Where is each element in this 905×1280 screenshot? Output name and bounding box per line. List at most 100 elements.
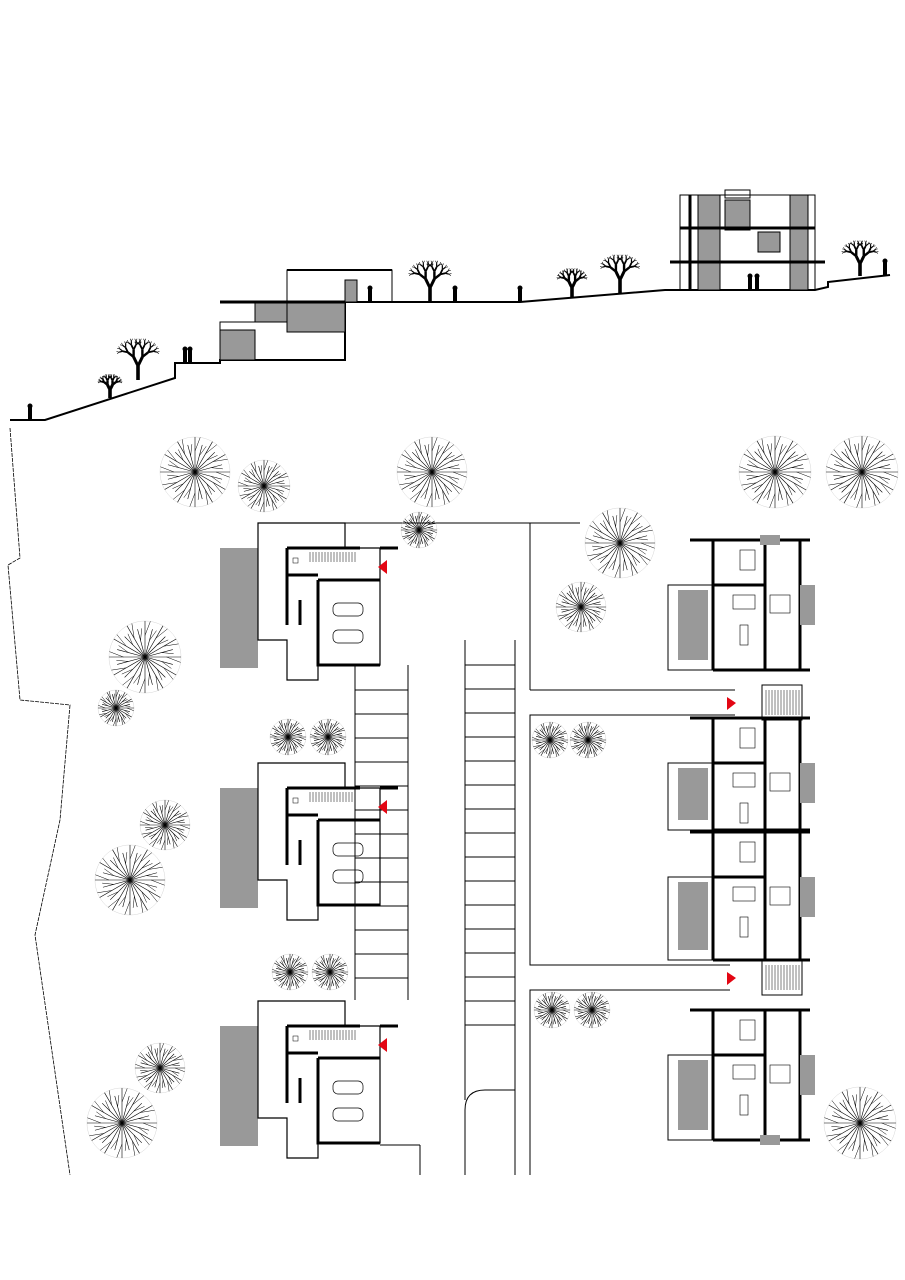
tree-icon [555, 581, 607, 633]
tree-icon [237, 459, 291, 513]
tree-icon [97, 374, 123, 398]
site-section-elevation [10, 189, 891, 421]
left-houses [220, 522, 398, 1159]
table-icon [732, 886, 756, 902]
car-icon [332, 1107, 364, 1122]
right-apartment-block [667, 535, 815, 1145]
tree-icon [573, 991, 611, 1029]
car-icon [332, 842, 364, 857]
table-icon [732, 594, 756, 610]
bed-icon [769, 886, 791, 906]
tree-icon [311, 953, 349, 991]
tree-icon [556, 268, 588, 298]
tree-icon [309, 718, 347, 756]
terrace-fill [220, 1026, 258, 1146]
lower-terraced-building [219, 269, 393, 361]
house [220, 522, 398, 681]
tree-icon [400, 511, 438, 549]
person-figure-icon [27, 403, 33, 421]
stair-cap [760, 1135, 780, 1145]
tree-icon [825, 435, 899, 509]
apartment-unit [667, 538, 815, 672]
tree-icon [599, 254, 641, 293]
entrance-marker-icon [727, 697, 736, 710]
entrance-marker-icon [378, 560, 387, 574]
bed-icon [739, 841, 756, 863]
balcony-fill [800, 763, 815, 803]
bed-icon [739, 727, 756, 749]
roads [345, 522, 735, 1175]
car-icon [332, 869, 364, 884]
tree-icon [569, 721, 607, 759]
tree-icon [86, 1087, 158, 1159]
tree-icon [271, 953, 309, 991]
tree-icon [396, 436, 468, 508]
tree-icon [533, 991, 571, 1029]
person-figure-icon [187, 346, 193, 364]
tree-icon [738, 435, 812, 509]
table-icon [732, 772, 756, 788]
section-trees [97, 240, 879, 398]
stairwell [727, 959, 803, 996]
counter [739, 802, 749, 824]
house-walls [285, 1024, 398, 1145]
bed-icon [769, 1064, 791, 1084]
tree-icon [94, 844, 166, 916]
car-icon [332, 1080, 364, 1095]
balcony-fill [800, 585, 815, 625]
person-figure-icon [182, 346, 188, 364]
person-figure-icon [747, 273, 753, 291]
tree-icon [823, 1086, 897, 1160]
person-figure-icon [367, 285, 373, 303]
tree-icon [116, 338, 160, 380]
tree-icon [139, 799, 191, 851]
tree-icon [159, 436, 231, 508]
tree-icon [408, 260, 452, 302]
person-figure-icon [517, 285, 523, 303]
plan-trees [86, 435, 899, 1160]
bed-icon [739, 1019, 756, 1041]
apartment-unit [667, 1008, 815, 1142]
person-figure-icon [452, 285, 458, 303]
section-people [27, 258, 888, 421]
column [292, 797, 299, 804]
apartment-unit [667, 830, 815, 962]
terrace-fill [220, 548, 258, 668]
apartment-unit [667, 716, 815, 832]
column [292, 557, 299, 564]
bed-icon [769, 594, 791, 614]
stair-cap [760, 535, 780, 545]
car-icon [332, 629, 364, 644]
car-icon [332, 602, 364, 617]
site-plan [7, 427, 899, 1176]
entrance-marker-icon [378, 800, 387, 814]
terrace-fill [678, 1060, 708, 1130]
counter [739, 1094, 749, 1116]
entrance-marker-icon [378, 1038, 387, 1052]
house-walls [285, 786, 398, 907]
entrance-marker-icon [727, 972, 736, 985]
terrace-fill [678, 768, 708, 820]
site-boundary [7, 427, 71, 1176]
counter [739, 916, 749, 938]
person-figure-icon [882, 258, 888, 276]
terrace-fill [678, 590, 708, 660]
tree-icon [584, 507, 656, 579]
bed-icon [739, 549, 756, 571]
bed-icon [769, 772, 791, 792]
tree-icon [134, 1042, 186, 1094]
house-walls [285, 546, 398, 667]
counter [739, 624, 749, 646]
tree-icon [841, 240, 879, 276]
tree-icon [531, 721, 569, 759]
house [220, 1000, 398, 1159]
terrace-fill [678, 882, 708, 950]
balcony-fill [800, 1055, 815, 1095]
upper-apartment-building [670, 189, 825, 291]
tree-icon [269, 718, 307, 756]
table-icon [732, 1064, 756, 1080]
tree-icon [108, 620, 182, 694]
person-figure-icon [754, 273, 760, 291]
house [220, 762, 398, 921]
